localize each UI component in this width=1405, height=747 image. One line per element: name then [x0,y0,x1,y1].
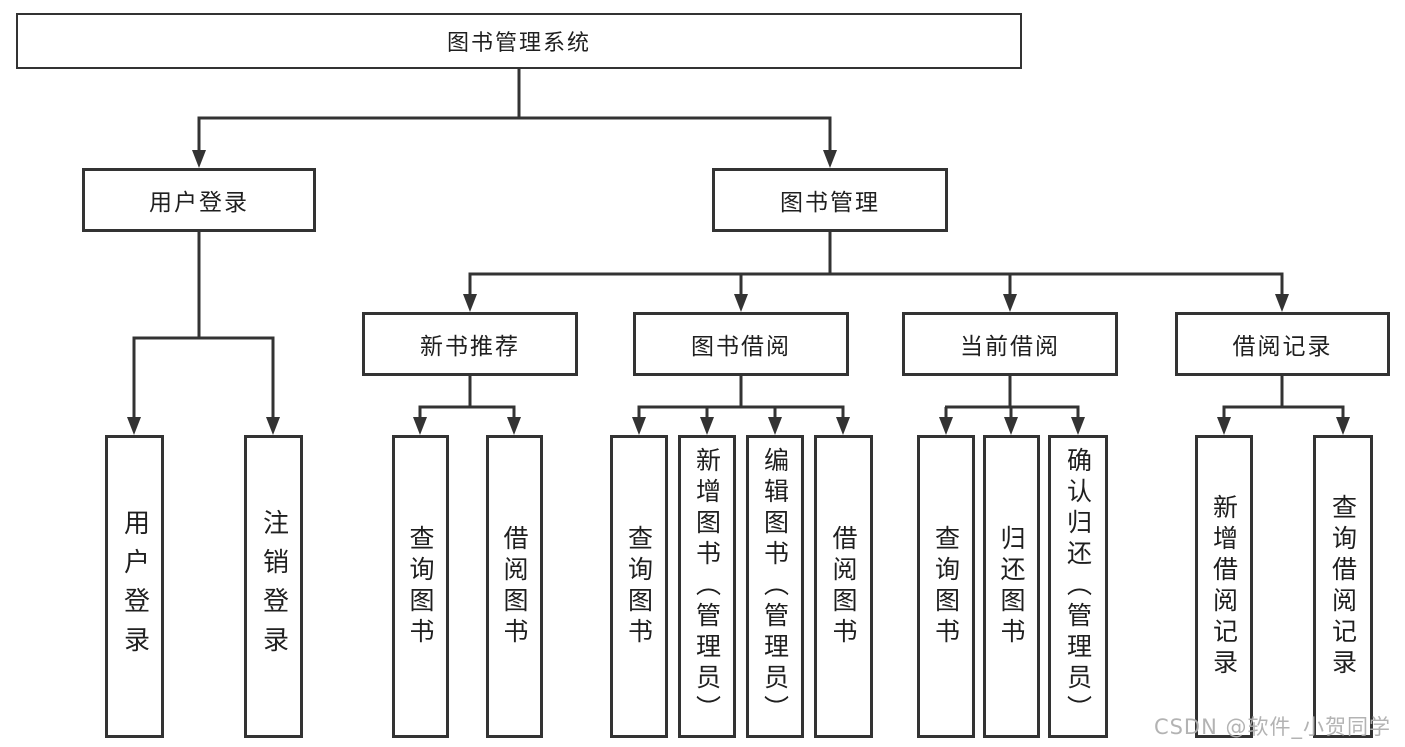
leaf-logout: 注销登录 [244,435,303,738]
leaf-query-borrow-record: 查询借阅记录 [1313,435,1373,738]
node-new-book-recommendation: 新书推荐 [362,312,578,376]
csdn-watermark: CSDN @软件_小贺同学 [1153,715,1391,739]
leaf-borrow-books: 借阅图书 [814,435,873,738]
leaf-edit-books-admin: 编辑图书（管理员） [746,435,804,738]
leaf-borrow-books-recommend-label: 借阅图书 [500,524,529,649]
leaf-borrow-books-recommend: 借阅图书 [486,435,543,738]
node-borrowing-records: 借阅记录 [1175,312,1390,376]
node-user-login: 用户登录 [82,168,316,232]
node-book-management: 图书管理 [712,168,948,232]
leaf-return-books: 归还图书 [983,435,1040,738]
leaf-query-borrow-record-label: 查询借阅记录 [1328,493,1358,680]
leaf-query-books-borrow-label: 查询图书 [624,524,654,649]
leaf-query-books-borrow: 查询图书 [610,435,668,738]
leaf-query-books-current-label: 查询图书 [931,524,961,649]
leaf-add-borrow-record-label: 新增借阅记录 [1209,493,1239,680]
arrowheads [127,150,1350,435]
leaf-query-books-recommend: 查询图书 [392,435,449,738]
leaf-return-books-label: 归还图书 [997,524,1026,649]
leaf-confirm-return-admin-label: 确认归还（管理员） [1063,447,1093,726]
leaf-edit-books-admin-label: 编辑图书（管理员） [760,447,790,726]
leaf-logout-label: 注销登录 [258,508,289,665]
leaf-confirm-return-admin: 确认归还（管理员） [1048,435,1108,738]
node-book-borrowing: 图书借阅 [633,312,849,376]
node-current-borrowing: 当前借阅 [902,312,1118,376]
leaf-query-books-current: 查询图书 [917,435,975,738]
leaf-query-books-recommend-label: 查询图书 [406,524,435,649]
leaf-user-login-label: 用户登录 [119,508,150,665]
leaf-add-books-admin: 新增图书（管理员） [678,435,736,738]
connector-paths [132,69,1345,419]
leaf-borrow-books-label: 借阅图书 [829,524,858,649]
leaf-user-login: 用户登录 [105,435,164,738]
leaf-add-books-admin-label: 新增图书（管理员） [692,447,722,726]
leaf-add-borrow-record: 新增借阅记录 [1195,435,1253,738]
node-root: 图书管理系统 [16,13,1022,69]
